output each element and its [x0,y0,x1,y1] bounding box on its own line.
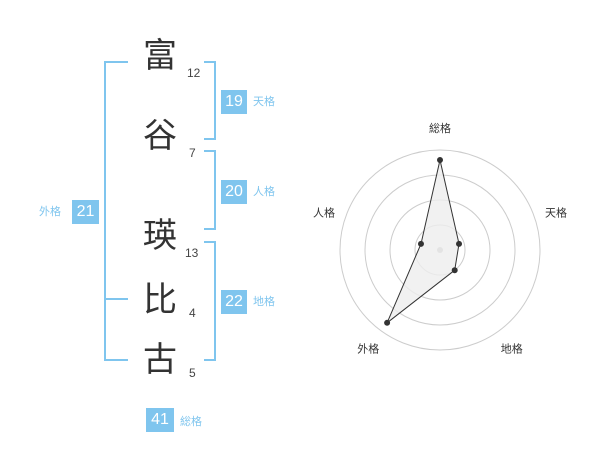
soukaku-value: 41 [146,408,174,432]
radar-axis-label-2: 地格 [501,342,523,356]
radar-point-4 [417,240,424,247]
stroke-count-1: 12 [187,66,201,80]
radar-ring [339,149,541,351]
stroke-count-4: 4 [189,306,196,320]
name-char-1: 富 [143,36,177,76]
gaikaku-bracket-tick [104,298,128,300]
chikaku-label: 地格 [253,295,275,308]
jinkaku-value: 20 [221,180,247,204]
gaikaku-label: 外格 [39,205,61,218]
name-char-3: 瑛 [143,216,177,256]
stroke-count-2: 7 [189,146,196,160]
radar-axis-label-0: 総格 [429,121,451,135]
tenkaku-label: 天格 [253,95,275,108]
jinkaku-label: 人格 [253,185,275,198]
radar-axis-label-1: 天格 [545,205,567,219]
radar-points [384,157,463,326]
tenkaku-value: 19 [221,90,247,114]
chikaku-bracket [204,241,216,361]
radar-point-2 [451,267,458,274]
radar-point-1 [456,240,463,247]
radar-data-area [386,159,460,324]
name-char-5: 古 [143,340,177,380]
chikaku-value: 22 [221,290,247,314]
gaikaku-value: 21 [72,200,99,224]
stroke-count-5: 5 [189,366,196,380]
name-char-2: 谷 [143,116,177,156]
gaikaku-bracket [104,61,128,361]
name-char-4: 比 [143,280,177,320]
stroke-count-3: 13 [185,246,199,260]
soukaku-label: 総格 [180,415,202,428]
tenkaku-bracket [204,61,216,140]
radar-axis-label-3: 外格 [357,342,379,356]
radar-point-3 [384,319,391,326]
radar-axis-label-4: 人格 [313,205,335,219]
jinkaku-bracket [204,150,216,230]
radar-point-0 [437,157,443,163]
